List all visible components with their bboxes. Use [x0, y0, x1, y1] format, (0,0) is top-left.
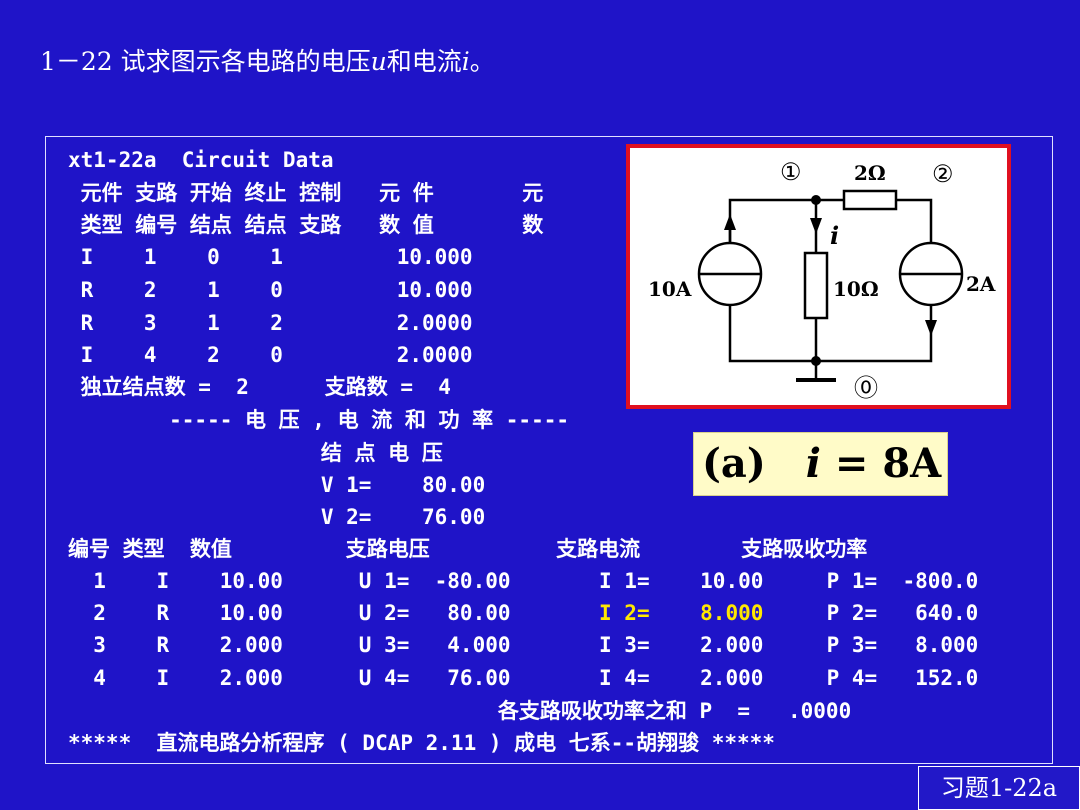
results-row: 3 R 2.000 U 3= 4.000 I 3= 2.000 P 3= 8.0… [68, 633, 979, 657]
power-sum-line: 各支路吸收功率之和 P = .0000 [68, 699, 852, 723]
node-voltage-1: V 1= 80.00 [68, 473, 486, 497]
program-footer: ***** 直流电路分析程序 ( DCAP 2.11 ) 成电 七系--胡翔骏 … [68, 731, 775, 755]
highlighted-current: I 2= 8.000 [599, 601, 764, 625]
node-label-1: ① [780, 158, 802, 186]
results-table-header: 编号 类型 数值 支路电压 支路电流 支路吸收功率 [68, 537, 868, 561]
element-row: R 2 1 0 10.000 [68, 278, 473, 302]
exercise-tag[interactable]: 习题1-22a [918, 766, 1080, 810]
node-dot [811, 195, 821, 205]
column-header-2: 类型 编号 结点 结点 支路 数 值 数 [68, 213, 544, 237]
circuit-schematic: ① 2Ω ② i 10A 10Ω 2A ⓪ [648, 158, 996, 402]
node-label-2: ② [932, 160, 954, 188]
current-label: i [830, 221, 839, 250]
node-dot [811, 356, 821, 366]
current-arrow-icon [810, 218, 822, 234]
column-header-1: 元件 支路 开始 终止 控制 元 件 元 [68, 181, 544, 205]
source-label-right: 2A [966, 272, 996, 296]
answer-box: (a)i = 8A [693, 432, 948, 496]
node-label-0: ⓪ [854, 374, 878, 402]
element-row: R 3 1 2 2.0000 [68, 311, 473, 335]
results-row: 1 I 10.00 U 1= -80.00 I 1= 10.00 P 1= -8… [68, 569, 979, 593]
wire-top-right [896, 198, 933, 243]
results-row-highlighted: 2 R 10.00 U 2= 80.00 I 2= 8.000 P 2= 640… [68, 601, 979, 625]
listing-header: xt1-22a Circuit Data [68, 148, 334, 172]
section-divider: ----- 电 压 , 电 流 和 功 率 ----- [68, 408, 570, 432]
resistor-2ohm [842, 189, 898, 211]
resistor-label-mid: 10Ω [833, 277, 879, 301]
node-voltage-2: V 2= 76.00 [68, 505, 486, 529]
resistor-label-top: 2Ω [854, 161, 886, 185]
element-row: I 4 2 0 2.0000 [68, 343, 473, 367]
element-row: I 1 0 1 10.000 [68, 245, 473, 269]
source-label-left: 10A [648, 277, 692, 301]
wire-bottom [728, 305, 933, 363]
output-panel [45, 136, 1053, 764]
results-row: 4 I 2.000 U 4= 76.00 I 4= 2.000 P 4= 152… [68, 666, 979, 690]
node-voltage-heading: 结 点 电 压 [68, 441, 443, 465]
arrow-down-icon [925, 320, 937, 336]
problem-title: 1－22 试求图示各电路的电压u和电流i。 [40, 47, 495, 76]
node-branch-counts: 独立结点数 = 2 支路数 = 4 [68, 375, 451, 399]
arrow-up-icon [724, 214, 736, 230]
circuit-diagram: ① 2Ω ② i 10A 10Ω 2A ⓪ [626, 144, 1011, 409]
resistor-10ohm [803, 251, 829, 320]
wire-top-left [728, 198, 816, 243]
